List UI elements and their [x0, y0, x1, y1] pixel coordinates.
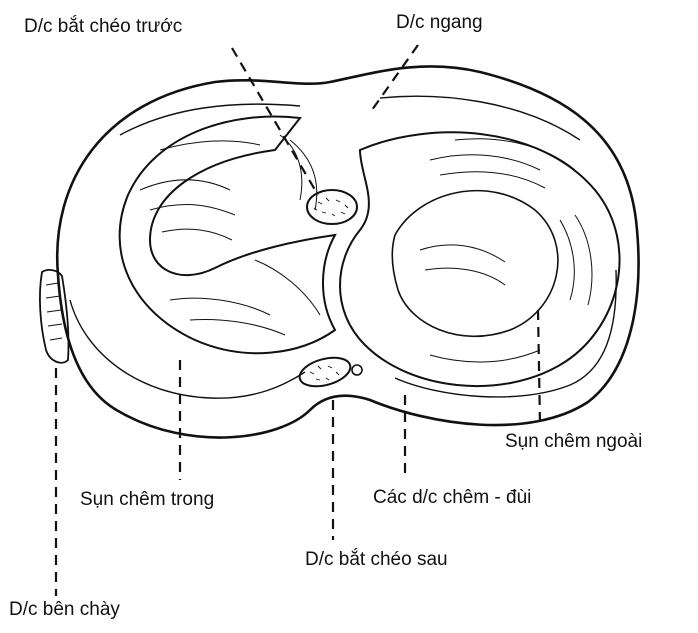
label-lateral-meniscus: Sụn chêm ngoài — [505, 432, 642, 451]
posterior-cruciate-stipple — [310, 366, 339, 380]
label-transverse: D/c ngang — [396, 13, 483, 32]
label-medial-meniscus: Sụn chêm trong — [80, 490, 214, 509]
leader-anterior-cruciate — [232, 48, 318, 195]
posterior-cruciate-attachment — [297, 353, 354, 392]
lateral-meniscus-inner — [392, 191, 558, 337]
label-tibial-collateral: D/c bên chày — [9, 600, 120, 619]
label-posterior-cruciate: D/c bắt chéo sau — [305, 550, 448, 569]
label-anterior-cruciate: D/c bắt chéo trước — [24, 17, 182, 36]
leader-transverse — [372, 45, 418, 110]
anterior-cruciate-stipple — [314, 198, 348, 216]
leader-lines — [56, 45, 540, 596]
label-meniscofemoral: Các d/c chêm - đùi — [373, 488, 531, 507]
lateral-meniscus-shape — [340, 132, 620, 386]
meniscofemoral-attachment — [352, 365, 362, 375]
medial-hatching — [140, 135, 320, 335]
plateau-rim-top — [120, 96, 580, 140]
lateral-hatching — [420, 139, 592, 362]
anterior-cruciate-attachment — [307, 190, 357, 224]
tibial-plateau-outline — [57, 66, 638, 437]
leader-lateral-meniscus — [538, 310, 540, 425]
